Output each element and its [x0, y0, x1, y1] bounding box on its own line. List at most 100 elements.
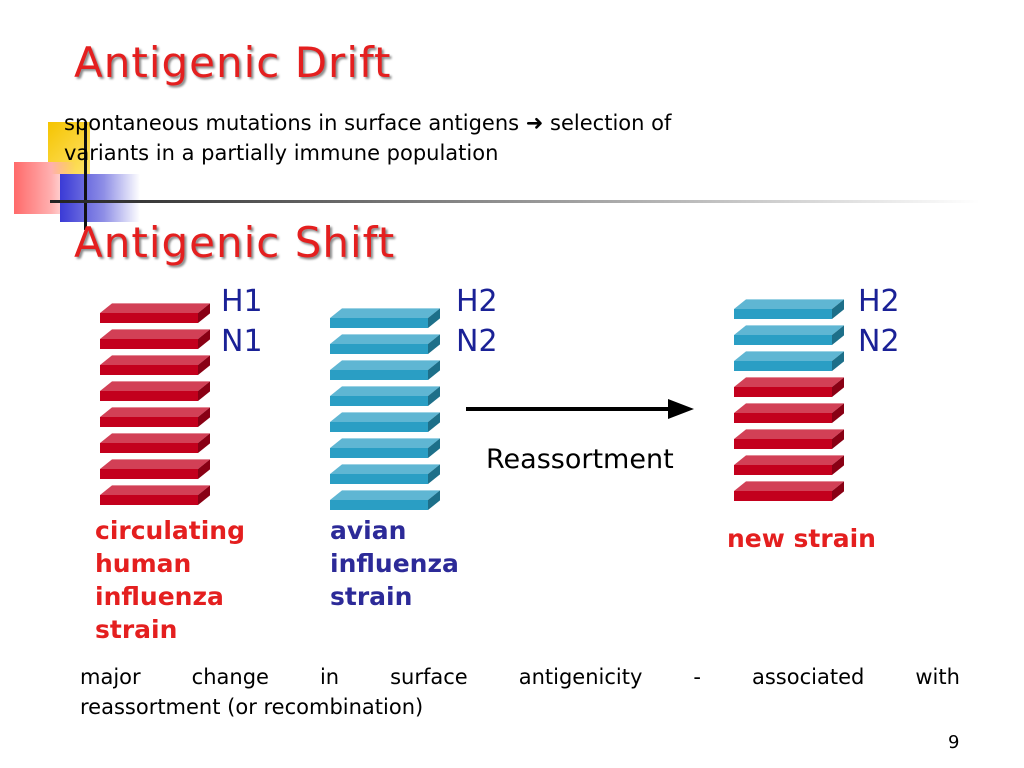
human-strain-segment-side [198, 407, 210, 427]
new-strain-segment-side [832, 325, 844, 345]
avian-strain-label-line-3: strain [330, 582, 413, 611]
human-strain-segment-top [100, 407, 210, 417]
human-strain-segment-side [198, 303, 210, 323]
new-strain-segment-side [832, 351, 844, 371]
shift-description-line-2: reassortment (or recombination) [80, 695, 424, 719]
new-strain-segment-top [734, 481, 844, 491]
avian-strain-segment [330, 490, 440, 510]
avian-strain-segment-top [330, 412, 440, 422]
new-strain-segment-top [734, 429, 844, 439]
human-strain-segment-top [100, 381, 210, 391]
avian-n-label: N2 [456, 324, 498, 359]
human-strain-segment-top [100, 355, 210, 365]
header-divider [50, 200, 980, 203]
human-strain-segments [100, 303, 210, 505]
avian-strain-segment [330, 334, 440, 354]
avian-strain-segment-front [330, 396, 428, 406]
human-strain-label-line-2: human [95, 549, 192, 578]
new-strain-segment-front [734, 309, 832, 319]
human-h-label: H1 [221, 284, 263, 319]
avian-strain-label-line-2: influenza [330, 549, 459, 578]
avian-strain-segment-front [330, 318, 428, 328]
human-strain-segment-front [100, 313, 198, 323]
avian-strain-segment-top [330, 360, 440, 370]
new-n-label: N2 [858, 324, 900, 359]
human-strain-segment-side [198, 433, 210, 453]
human-strain-segment [100, 459, 210, 479]
page-number: 9 [948, 732, 960, 753]
avian-strain-label-line-1: avian [330, 516, 407, 545]
corner-logo [0, 110, 140, 230]
shift-word-4: surface [390, 665, 468, 689]
reassortment-label: Reassortment [486, 444, 674, 475]
human-strain-segment-top [100, 329, 210, 339]
human-n-label: N1 [221, 324, 263, 359]
avian-strain-segment-side [428, 438, 440, 458]
human-strain-segment [100, 485, 210, 505]
human-strain-segment-front [100, 391, 198, 401]
shift-word-5: antigenicity [518, 665, 643, 689]
new-strain-segment-side [832, 403, 844, 423]
new-strain-segment-side [832, 429, 844, 449]
human-gene-labels: H1 N1 [221, 282, 263, 362]
avian-strain-segment [330, 360, 440, 380]
avian-strain-segment-front [330, 370, 428, 380]
avian-strain-label: avian influenza strain [330, 514, 459, 613]
avian-strain-segment [330, 386, 440, 406]
new-strain-segment-front [734, 465, 832, 475]
new-strain-segment-front [734, 439, 832, 449]
new-strain-segment-front [734, 413, 832, 423]
new-strain-segment-front [734, 387, 832, 397]
human-strain-segment-front [100, 495, 198, 505]
new-strain-segment [734, 299, 844, 319]
reassortment-arrow [466, 399, 694, 419]
avian-strain-segment-side [428, 490, 440, 510]
human-strain-segment-top [100, 459, 210, 469]
new-strain-segments [734, 299, 844, 501]
human-strain-segment [100, 329, 210, 349]
new-strain-segment-top [734, 455, 844, 465]
drift-title: Antigenic Drift [74, 38, 392, 87]
human-strain-label: circulating human influenza strain [95, 514, 245, 646]
avian-strain-segment-side [428, 412, 440, 432]
human-strain-segment-top [100, 485, 210, 495]
human-strain-segment-front [100, 469, 198, 479]
shift-title: Antigenic Shift [74, 218, 396, 267]
human-strain-segment-side [198, 485, 210, 505]
avian-strain-segment [330, 412, 440, 432]
avian-strain-segment-side [428, 386, 440, 406]
logo-blue-square [60, 174, 140, 222]
new-strain-segment-front [734, 491, 832, 501]
avian-strain-segment-side [428, 360, 440, 380]
avian-strain-segment [330, 308, 440, 328]
avian-strain-segments [330, 308, 440, 510]
new-strain-segment-top [734, 325, 844, 335]
human-strain-segment [100, 381, 210, 401]
new-strain-segment-front [734, 335, 832, 345]
avian-strain-segment-top [330, 490, 440, 500]
new-strain-segment-top [734, 299, 844, 309]
new-strain-segment [734, 455, 844, 475]
human-strain-segment-front [100, 365, 198, 375]
new-strain-segment-top [734, 377, 844, 387]
avian-strain-segment [330, 464, 440, 484]
drift-description: spontaneous mutations in surface antigen… [64, 108, 864, 168]
avian-strain-segment-top [330, 464, 440, 474]
avian-strain-segment-front [330, 474, 428, 484]
avian-strain-segment-top [330, 438, 440, 448]
human-strain-segment-side [198, 355, 210, 375]
human-strain-segment [100, 355, 210, 375]
new-strain-segment [734, 325, 844, 345]
new-strain-segment [734, 403, 844, 423]
new-strain-segment-side [832, 455, 844, 475]
human-strain-segment-front [100, 339, 198, 349]
new-strain-segment [734, 481, 844, 501]
new-strain-segment-side [832, 481, 844, 501]
new-strain-segment-side [832, 377, 844, 397]
avian-strain-segment-side [428, 464, 440, 484]
new-strain-segment-top [734, 403, 844, 413]
logo-vertical-line [84, 122, 87, 230]
human-strain-label-line-4: strain [95, 615, 178, 644]
shift-word-7: associated [752, 665, 865, 689]
